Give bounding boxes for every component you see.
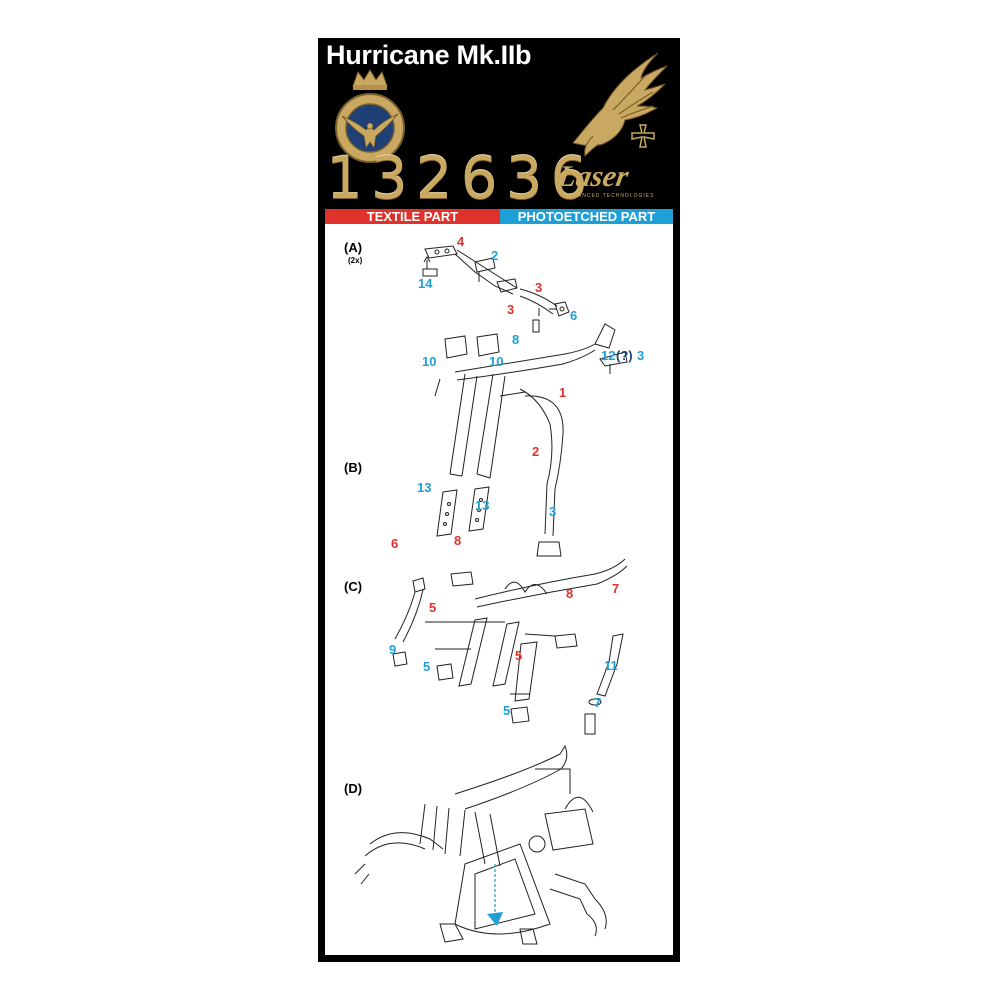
step-b-drawing <box>434 323 628 557</box>
step-c-label: (C) <box>344 579 363 594</box>
part-label-photoetched: 6 <box>570 308 578 323</box>
part-label-textile: 2 <box>532 444 540 459</box>
legend-photoetched-part: PHOTOETCHED PART <box>500 209 673 224</box>
part-label-photoetched: 5 <box>503 703 511 718</box>
part-label-uncertain: (?) <box>616 348 633 363</box>
product-code: 132636 <box>326 144 596 212</box>
step-a-label: (A) <box>344 240 363 255</box>
eagle-emblem-icon <box>572 52 668 158</box>
brand-logo: Laser <box>555 160 631 193</box>
part-label-textile: 1 <box>559 385 567 400</box>
step-a-quantity: (2x) <box>348 256 363 265</box>
part-label-textile: 5 <box>429 600 437 615</box>
page-title: Hurricane Mk.IIb <box>326 40 532 70</box>
part-label-textile: 5 <box>515 648 523 663</box>
part-label-textile: 4 <box>457 234 465 249</box>
part-label-photoetched: 14 <box>418 276 433 291</box>
part-label-textile: 7 <box>612 581 620 596</box>
part-label-photoetched: 2 <box>491 248 499 263</box>
part-label-photoetched: 13 <box>475 498 490 513</box>
part-label-textile: 3 <box>535 280 543 295</box>
part-label-textile: 8 <box>454 533 462 548</box>
step-c-drawing <box>392 558 628 735</box>
part-label-photoetched: 5 <box>423 659 431 674</box>
legend-textile-part: TEXTILE PART <box>325 209 500 224</box>
assembly-diagram-panel: (A) (2x) (B) (C) (D) 4 2 14 3 3 6 8 10 1… <box>325 224 673 955</box>
step-d-drawing <box>354 744 607 945</box>
part-label-photoetched: 11 <box>604 658 618 673</box>
part-label-textile: 8 <box>566 586 574 601</box>
part-label-photoetched: 7 <box>594 695 602 710</box>
part-label-photoetched: 10 <box>489 354 504 369</box>
part-label-photoetched: 3 <box>637 348 645 363</box>
part-label-textile: 6 <box>391 536 399 551</box>
raf-seal-icon <box>335 69 405 163</box>
part-label-photoetched: 12 <box>601 348 616 363</box>
part-label-photoetched: 8 <box>512 332 520 347</box>
step-d-label: (D) <box>344 781 363 796</box>
instruction-sheet: Hurricane Mk.IIb 132636 Laser ADVANCED T… <box>318 38 680 962</box>
brand-subtitle: ADVANCED TECHNOLOGIES <box>565 193 655 199</box>
part-label-textile: 3 <box>507 302 515 317</box>
step-a-drawing <box>422 245 570 333</box>
assembly-diagram <box>354 245 628 945</box>
insert-direction-arrow-icon <box>487 912 503 926</box>
step-b-label: (B) <box>344 460 363 475</box>
part-label-photoetched: 13 <box>417 480 432 495</box>
part-label-photoetched: 9 <box>389 642 397 657</box>
part-label-photoetched: 3 <box>549 504 557 519</box>
part-label-photoetched: 10 <box>422 354 437 369</box>
